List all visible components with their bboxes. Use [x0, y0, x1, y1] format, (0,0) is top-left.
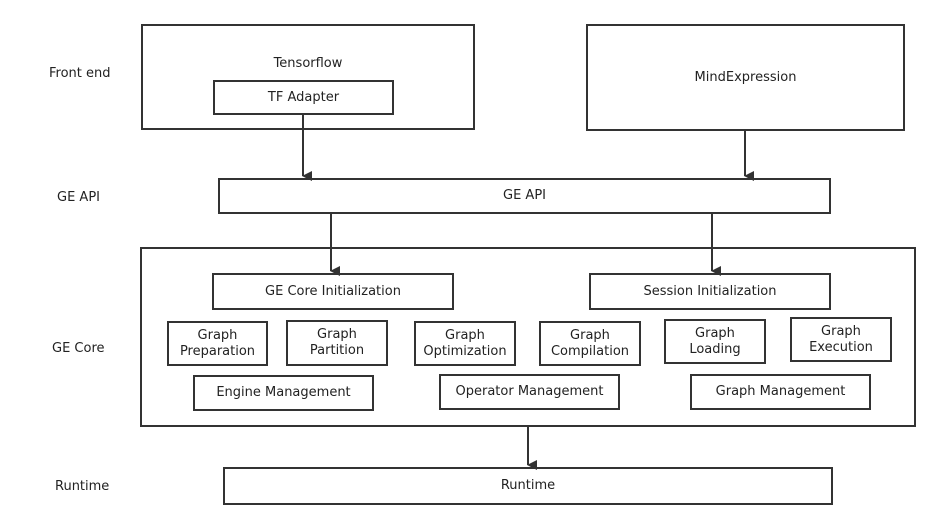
- graph-loading-line2: Loading: [689, 341, 741, 357]
- layer-label-front-end: Front end: [49, 66, 111, 81]
- graph-execution-line2: Execution: [809, 339, 873, 355]
- session-initialization-box: Session Initialization: [589, 273, 831, 310]
- graph-management-label: Graph Management: [715, 384, 846, 399]
- graph-preparation-line2: Preparation: [179, 343, 256, 359]
- graph-loading-line1: Graph: [695, 325, 735, 341]
- runtime-box: Runtime: [223, 467, 833, 505]
- layer-label-ge-api: GE API: [57, 190, 100, 205]
- graph-execution-box: Graph Execution: [790, 317, 892, 362]
- mindexpression-label: MindExpression: [694, 69, 797, 85]
- ge-core-initialization-box: GE Core Initialization: [212, 273, 454, 310]
- graph-preparation-box: Graph Preparation: [167, 321, 268, 366]
- graph-compilation-line1: Graph: [570, 327, 610, 343]
- graph-optimization-line1: Graph: [445, 327, 485, 343]
- ge-api-box: GE API: [218, 178, 831, 214]
- graph-loading-box: Graph Loading: [664, 319, 766, 364]
- operator-management-label: Operator Management: [455, 384, 604, 399]
- graph-partition-box: Graph Partition: [286, 320, 388, 366]
- tensorflow-label: Tensorflow: [273, 56, 343, 71]
- tf-adapter-label: TF Adapter: [267, 89, 340, 105]
- tf-adapter-box: TF Adapter: [213, 80, 394, 115]
- layer-label-runtime: Runtime: [55, 479, 110, 494]
- runtime-label: Runtime: [500, 478, 556, 493]
- graph-partition-line1: Graph: [317, 327, 357, 342]
- ge-core-initialization-label: GE Core Initialization: [265, 283, 401, 299]
- graph-optimization-box: Graph Optimization: [414, 321, 516, 366]
- engine-management-label: Engine Management: [216, 385, 351, 400]
- mindexpression-box: MindExpression: [586, 24, 905, 131]
- operator-management-box: Operator Management: [439, 374, 620, 410]
- graph-management-box: Graph Management: [690, 374, 871, 410]
- session-initialization-label: Session Initialization: [643, 283, 777, 299]
- layer-label-ge-core: GE Core: [52, 341, 105, 356]
- graph-compilation-box: Graph Compilation: [539, 321, 641, 366]
- graph-execution-line1: Graph: [821, 323, 861, 339]
- graph-compilation-line2: Compilation: [550, 343, 630, 359]
- engine-management-box: Engine Management: [193, 375, 374, 411]
- ge-api-label: GE API: [503, 188, 546, 203]
- graph-partition-line2: Partition: [309, 343, 365, 358]
- graph-preparation-line1: Graph: [197, 327, 238, 343]
- graph-optimization-line2: Optimization: [423, 343, 507, 359]
